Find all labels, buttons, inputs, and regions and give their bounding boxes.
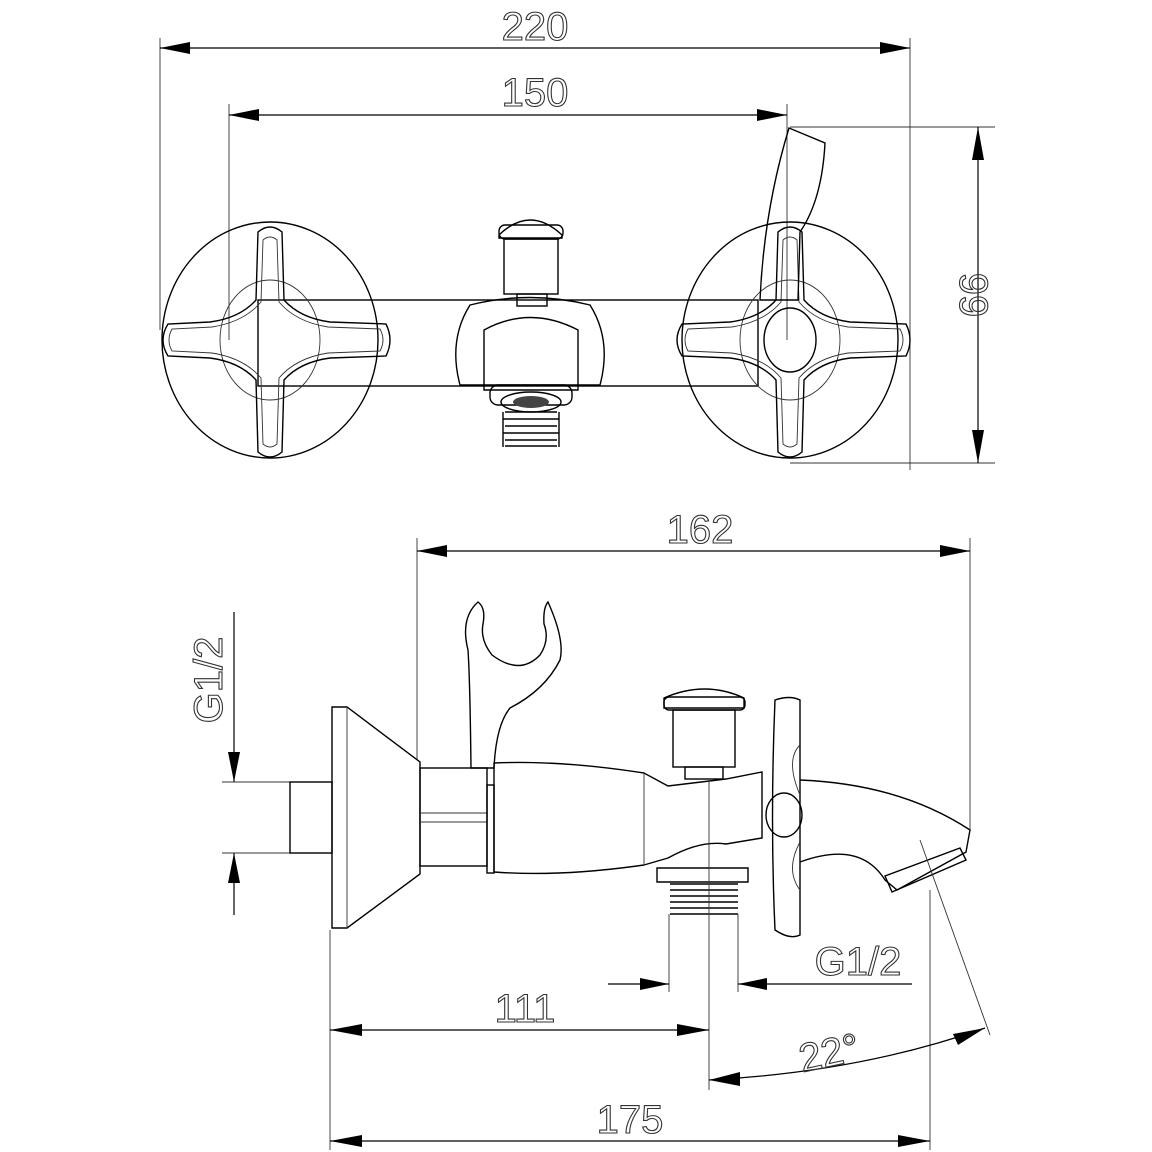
hex-nut [419,767,495,874]
outlet-housing-front [455,296,605,447]
mixer-body [257,299,759,387]
dimension-label-220: 220 [502,5,569,49]
dimension-111: 111 [329,930,709,1150]
inlet-pipe [289,781,333,854]
wall-escutcheon [331,706,421,929]
right-cross-handle [676,221,911,459]
dimension-22-degree: 22° [708,839,991,1150]
dimension-label-150: 150 [502,71,569,115]
front-view: 220 150 99 [159,4,996,470]
dimension-label-111: 111 [495,987,556,1031]
dimension-outlet-g12: G1/2 [608,939,912,990]
dimension-150: 150 [228,70,788,340]
dimension-label-162: 162 [667,508,734,552]
side-view: 162 G1/2 [186,507,991,1150]
shower-holder-front [759,127,826,301]
diverter-knob-side [663,688,746,780]
outlet-thread-side [656,780,749,1090]
shower-holder-side [464,600,562,769]
aerator-mesh [513,396,549,408]
diverter-knob-front [498,219,564,307]
spout-aerator [884,847,967,893]
left-cross-handle [161,221,391,459]
dimension-label-22-degree: 22° [795,1025,863,1081]
dimension-label-inlet: G1/2 [187,637,231,724]
dimension-label-outlet: G1/2 [815,940,902,984]
dimension-220: 220 [159,4,911,470]
dimension-label-175: 175 [597,1098,664,1142]
cross-handle-side [771,696,801,938]
dimension-inlet-g12: G1/2 [186,612,330,915]
dimension-99: 99 [790,126,996,464]
dimension-162: 162 [416,507,971,830]
dimension-label-99: 99 [951,273,995,318]
dimension-175: 175 [330,1097,930,1147]
spout [799,779,971,891]
handle-center-cap [763,307,817,373]
